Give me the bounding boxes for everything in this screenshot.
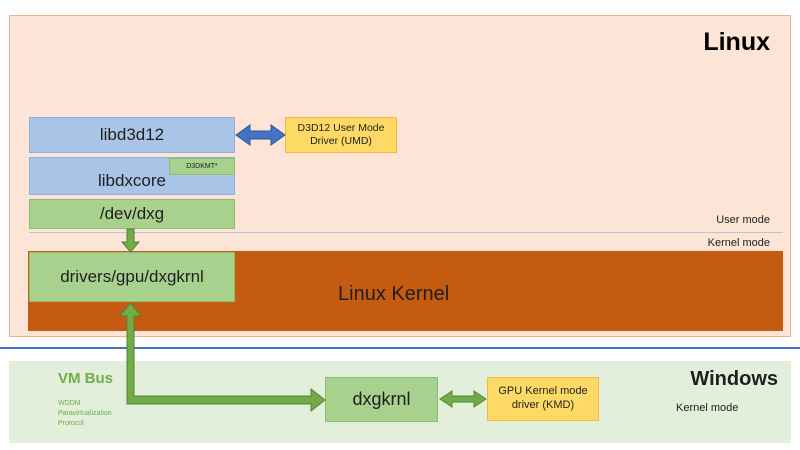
windows-kernel-mode-label: Kernel mode <box>676 402 739 414</box>
windows-dxgkrnl-box: dxgkrnl <box>325 377 438 422</box>
kmd-label-line1: GPU Kernel mode <box>498 385 588 398</box>
vmbus-sub-line2: Paravirtualization <box>58 410 112 418</box>
linux-kernel-mode-label: Kernel mode <box>707 237 770 249</box>
umd-label-line2: Driver (UMD) <box>310 135 372 147</box>
linux-title: Linux <box>703 28 770 56</box>
user-mode-label: User mode <box>716 214 770 226</box>
d3dkmt-tag: D3DKMT* <box>169 158 235 175</box>
kmd-box: GPU Kernel mode driver (KMD) <box>487 377 599 421</box>
kmd-label-line2: driver (KMD) <box>511 399 575 411</box>
vmbus-subtitle: WDDM Paravirtualization Protocol <box>58 399 168 429</box>
libd3d12-box: libd3d12 <box>29 117 235 153</box>
vmbus-sub-line1: WDDM <box>58 400 81 407</box>
os-separator-line <box>0 347 800 349</box>
vmbus-sub-line3: Protocol <box>58 420 84 428</box>
vmbus-title: VM Bus <box>58 370 114 387</box>
linux-kernel-label: Linux Kernel <box>338 283 450 305</box>
umd-box: D3D12 User Mode Driver (UMD) <box>285 117 397 153</box>
dev-dxg-box: /dev/dxg <box>29 199 235 229</box>
windows-title: Windows <box>690 368 778 390</box>
user-kernel-divider <box>29 232 783 233</box>
drivers-dxgkrnl-box: drivers/gpu/dxgkrnl <box>29 252 235 302</box>
umd-label-line1: D3D12 User Mode <box>297 121 385 134</box>
